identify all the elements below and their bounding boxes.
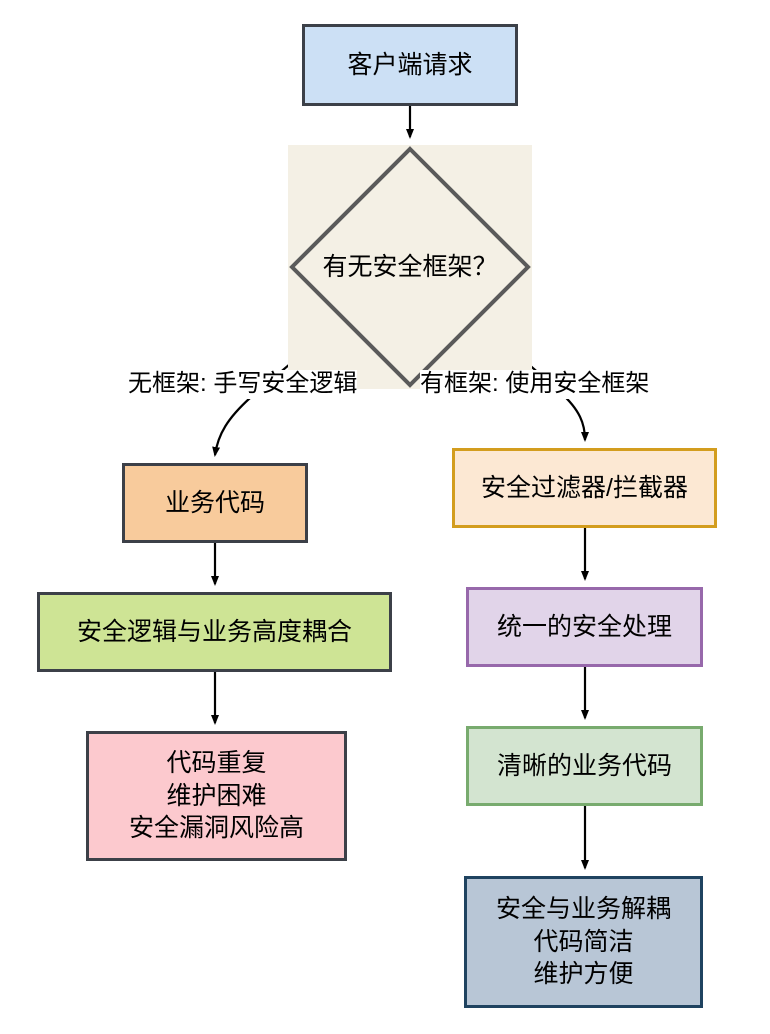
node-benefits[interactable]: 安全与业务解耦 代码简洁 维护方便 bbox=[464, 876, 703, 1008]
node-coupling-label: 安全逻辑与业务高度耦合 bbox=[76, 617, 352, 646]
node-clean-business-code[interactable]: 清晰的业务代码 bbox=[466, 726, 703, 806]
node-security-framework-decision[interactable]: 有无安全框架？ bbox=[288, 145, 532, 389]
node-clean-business-code-label: 清晰的业务代码 bbox=[496, 751, 672, 780]
edge-label-has-framework: 有框架: 使用安全框架 bbox=[420, 370, 650, 399]
node-unified-security[interactable]: 统一的安全处理 bbox=[466, 587, 703, 667]
node-security-filter-label: 安全过滤器/拦截器 bbox=[481, 473, 688, 502]
node-coupling[interactable]: 安全逻辑与业务高度耦合 bbox=[37, 592, 392, 672]
node-unified-security-label: 统一的安全处理 bbox=[496, 612, 672, 641]
node-problems[interactable]: 代码重复 维护困难 安全漏洞风险高 bbox=[86, 731, 347, 861]
node-benefits-label: 安全与业务解耦 代码简洁 维护方便 bbox=[495, 895, 671, 989]
edge-label-no-framework: 无框架: 手写安全逻辑 bbox=[128, 370, 358, 399]
node-security-filter[interactable]: 安全过滤器/拦截器 bbox=[452, 448, 717, 528]
node-security-framework-decision-label: 有无安全框架？ bbox=[322, 252, 498, 281]
node-business-code-label: 业务代码 bbox=[164, 488, 265, 517]
node-problems-label: 代码重复 维护困难 安全漏洞风险高 bbox=[128, 749, 304, 843]
node-client-request-label: 客户端请求 bbox=[347, 50, 473, 79]
diamond-shape bbox=[289, 146, 531, 388]
node-business-code[interactable]: 业务代码 bbox=[122, 463, 308, 543]
node-client-request[interactable]: 客户端请求 bbox=[302, 24, 518, 106]
